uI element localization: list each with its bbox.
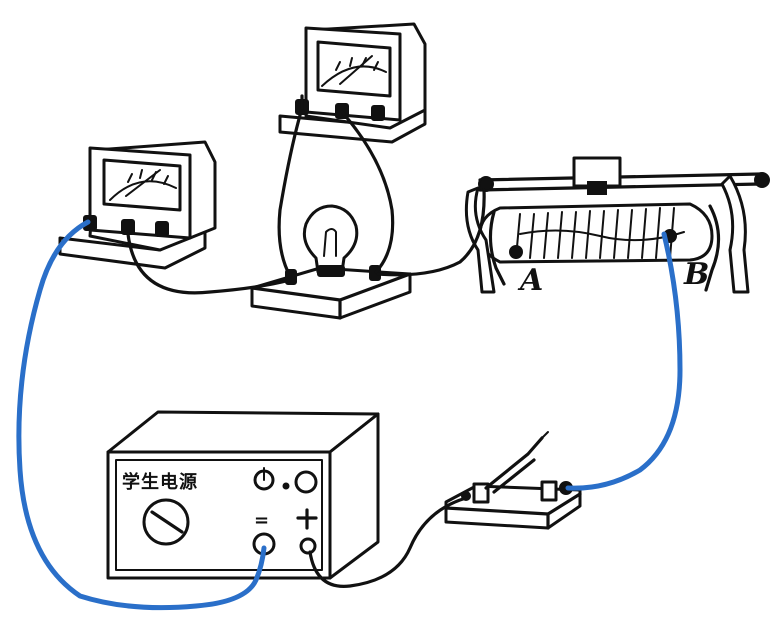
dc-symbol: = — [254, 510, 270, 531]
wire-blue-meter-to-supply — [16, 219, 267, 611]
power-supply: 学生电源 = — [106, 410, 380, 580]
top-meter — [278, 22, 427, 144]
rheostat: A B — [464, 156, 770, 298]
blue-wires — [16, 219, 683, 611]
label-terminal-b: B — [683, 257, 709, 292]
label-terminal-a: A — [517, 263, 543, 298]
left-meter — [58, 140, 217, 270]
black-wires — [126, 188, 486, 588]
wire-lamp-to-rheostat — [376, 188, 486, 277]
power-supply-nameplate: 学生电源 — [122, 471, 198, 493]
wire-supply-to-switch — [308, 496, 468, 588]
switch — [444, 431, 582, 530]
wire-meter-to-lamp — [126, 232, 292, 295]
wire-blue-rheostat-to-switch — [565, 231, 683, 491]
